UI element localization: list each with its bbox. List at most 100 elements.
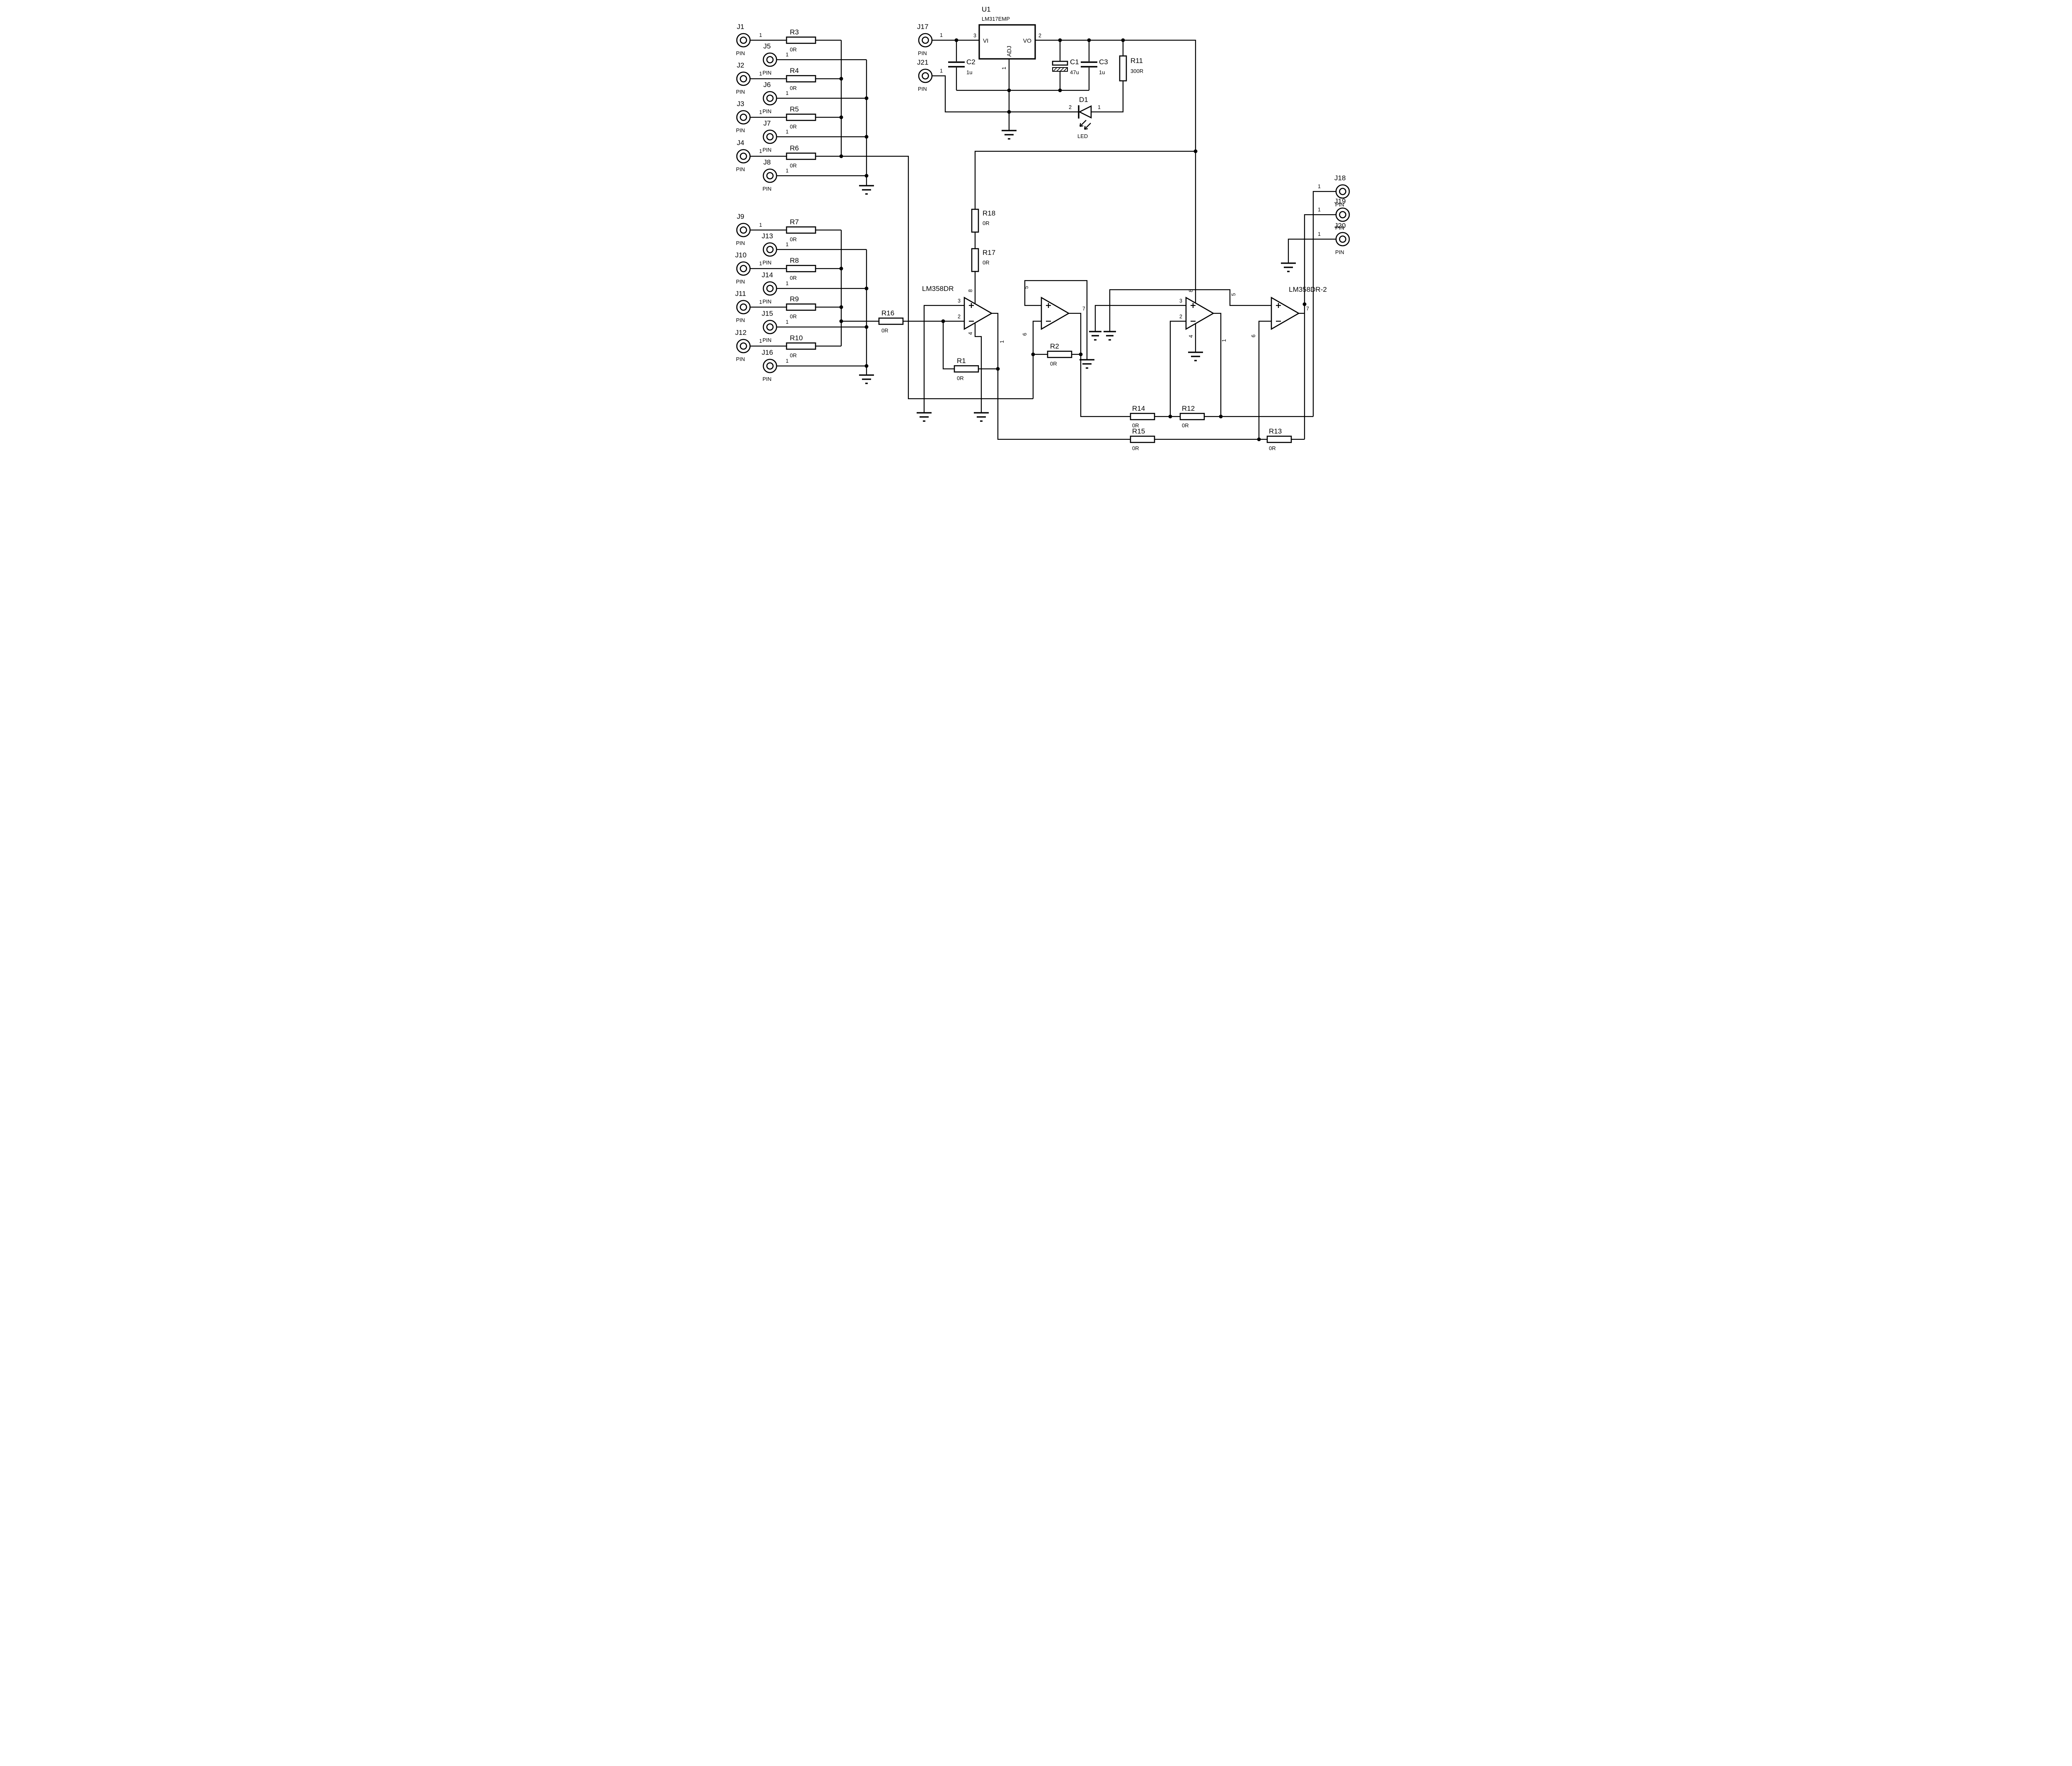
connector-ref: J1: [737, 23, 744, 31]
junction-dot: [839, 266, 843, 271]
pin-number: 5: [1231, 293, 1237, 296]
resistor-ref: R10: [790, 334, 803, 342]
resistor-ref: R5: [790, 105, 799, 113]
resistor-ref: R6: [790, 144, 799, 152]
ground-icon: [1280, 262, 1296, 272]
connector-type: PIN: [918, 86, 927, 92]
regulator-ref: U1: [982, 5, 991, 13]
wire-supply-chain: [974, 150, 1196, 304]
pin-number: 1: [786, 319, 789, 325]
junction-dot: [864, 325, 868, 329]
junction-dot: [839, 319, 843, 323]
connector-ref: J9: [737, 213, 744, 220]
connector-type: PIN: [762, 186, 772, 192]
wire-oa1-pin3: [923, 305, 964, 413]
pin-number: 4: [968, 332, 973, 335]
resistor-value: 0R: [790, 46, 797, 53]
capacitor-value: 47u: [1070, 69, 1079, 75]
pin-number: 3: [973, 33, 976, 39]
pin-number: 1: [1001, 67, 1007, 70]
regulator-pin-adj: ADJ: [1006, 46, 1012, 57]
junction-dot: [1257, 437, 1261, 441]
connector-ref: J7: [763, 119, 771, 127]
wire-oa1-out: [991, 313, 1130, 440]
resistor-ref: R1: [957, 357, 966, 365]
junction-dot: [839, 77, 843, 81]
wire-oa3-pin2: [1169, 320, 1186, 417]
resistor-ref: R18: [983, 209, 995, 217]
pin-number: 1: [786, 90, 789, 96]
wire-bank2-gnd-bus: [777, 249, 867, 375]
pin-number: 1: [1318, 207, 1321, 213]
resistor-ref: R13: [1269, 427, 1282, 435]
junction-dot: [839, 305, 843, 309]
connector-type: PIN: [736, 166, 745, 172]
connector-type: PIN: [762, 259, 772, 266]
wire-j18: [1312, 191, 1336, 417]
ground-icon: [859, 374, 874, 384]
pin-number: 1: [786, 242, 789, 247]
regulator-pin-vo: VO: [1023, 37, 1031, 44]
opamp-chip-label: LM358DR-2: [1289, 286, 1327, 293]
resistor-R8: R8 0R: [786, 257, 816, 281]
wire-oa1-pin4: [974, 323, 982, 413]
pin-number: 3: [1179, 298, 1182, 304]
junction-dot: [1079, 352, 1082, 356]
wire-oa1-pin2-r1: [942, 321, 998, 370]
pin-number: 1: [940, 32, 943, 38]
connector-ref: J3: [737, 100, 744, 108]
resistor-ref: R8: [790, 257, 799, 264]
ground-icon: [1079, 359, 1094, 369]
connector-type: PIN: [762, 298, 772, 305]
pin-number: 1: [759, 261, 762, 266]
ground-symbols: [859, 130, 1296, 422]
pin-number: 1: [940, 68, 943, 74]
resistor-ref: R15: [1132, 427, 1145, 435]
wire-oa4-pin6: [1258, 320, 1271, 439]
connector-ref: J19: [1334, 197, 1346, 205]
connector-type: PIN: [1335, 201, 1344, 208]
connector-ref: J8: [763, 158, 771, 166]
connector-type: PIN: [1335, 225, 1344, 231]
resistor-value: 0R: [790, 275, 797, 281]
diode-value: LED: [1077, 133, 1088, 139]
pin-number: 1: [759, 338, 762, 344]
connector-type: PIN: [736, 127, 745, 133]
pin-number: 1: [786, 358, 789, 364]
resistor-ref: R17: [983, 249, 995, 257]
wire-r11-led: [1091, 40, 1123, 113]
pin-number: 6: [1251, 334, 1256, 337]
resistor-value: 0R: [790, 124, 797, 130]
resistor-ref: R12: [1182, 405, 1195, 412]
connector-ref: J5: [763, 42, 771, 50]
pin-number: 2: [958, 314, 961, 320]
connector-type: PIN: [736, 317, 745, 323]
capacitor-ref: C1: [1070, 58, 1079, 66]
wire-oa4-pin5-feed: [1109, 289, 1271, 332]
pin-number: 5: [1024, 286, 1029, 289]
pin-number: 1: [999, 340, 1005, 343]
connector-type: PIN: [762, 376, 772, 382]
ground-icon: [916, 412, 932, 422]
connector-ref: J14: [762, 271, 773, 279]
regulator-value: LM317EMP: [982, 16, 1010, 22]
connector-type: PIN: [918, 50, 927, 56]
pin-number: 1: [759, 109, 762, 115]
ground-icon: [1103, 331, 1116, 341]
connector-type: PIN: [1335, 249, 1344, 255]
resistor-ref: R2: [1050, 342, 1059, 350]
junction-dot: [864, 286, 868, 291]
pin-number: 2: [1069, 104, 1072, 110]
